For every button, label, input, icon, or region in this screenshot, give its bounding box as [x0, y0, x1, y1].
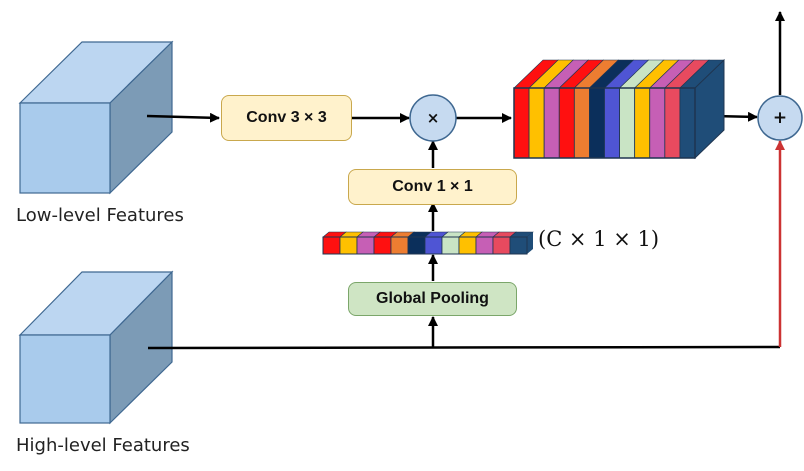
- add-node: [757, 95, 803, 141]
- vector-channel-2: [339, 236, 358, 255]
- vector-channel-8: [441, 236, 460, 255]
- output-channel-12: [679, 87, 696, 159]
- high-level-feature-cube: [18, 270, 174, 425]
- output-channel-4: [558, 87, 575, 159]
- vector-channel-9: [458, 236, 477, 255]
- output-channel-5: [573, 87, 590, 159]
- vector-channel-6: [407, 236, 426, 255]
- vector-channel-1: [322, 236, 341, 255]
- vector-channel-7: [424, 236, 443, 255]
- channel-vector: [322, 231, 534, 255]
- vector-channel-4: [373, 236, 392, 255]
- low-level-features-label: Low-level Features: [16, 205, 184, 226]
- output-channel-8: [619, 87, 636, 159]
- global-pooling-block: Global Pooling: [348, 282, 517, 316]
- output-channel-10: [649, 87, 666, 159]
- output-channel-7: [604, 87, 620, 159]
- output-channel-1: [513, 87, 530, 159]
- vector-channel-11: [492, 236, 511, 255]
- output-channel-3: [543, 87, 560, 159]
- conv3x3-block: Conv 3 × 3: [221, 95, 352, 141]
- vector-channel-12: [509, 236, 528, 255]
- output-channel-2: [528, 87, 545, 159]
- high-level-features-label: High-level Features: [16, 435, 190, 456]
- vector-channel-10: [475, 236, 494, 255]
- arrow-low-to-conv3: [146, 112, 220, 123]
- output-channel-11: [664, 87, 681, 159]
- add-symbol: +: [772, 108, 788, 128]
- vector-side: [527, 232, 533, 254]
- output-channel-6: [589, 87, 605, 159]
- vector-dimension-label: (C × 1 × 1): [538, 227, 660, 251]
- vector-channel-5: [390, 236, 409, 255]
- output-channel-9: [634, 87, 651, 159]
- multiply-symbol: ×: [426, 109, 440, 127]
- vector-channel-3: [356, 236, 375, 255]
- multiply-node: [409, 94, 457, 142]
- conv1x1-block: Conv 1 × 1: [348, 169, 517, 205]
- line-high-level-path: [147, 345, 781, 350]
- output-channel-block: [513, 58, 725, 160]
- low-level-feature-cube: [18, 40, 174, 195]
